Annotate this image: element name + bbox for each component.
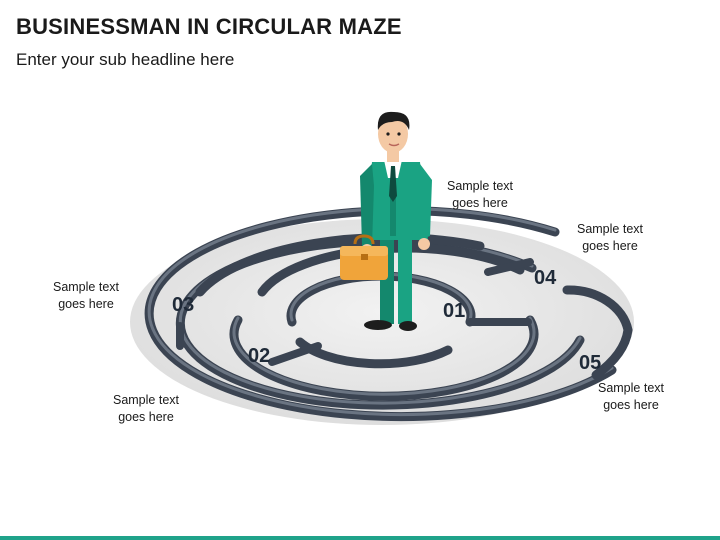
step-caption-01: Sample text goes here bbox=[435, 178, 525, 212]
step-caption-line: goes here bbox=[452, 196, 508, 210]
step-caption-line: Sample text bbox=[52, 280, 119, 294]
step-caption-line: Sample text bbox=[112, 393, 179, 407]
briefcase-icon bbox=[340, 234, 388, 280]
step-caption-03: Sample text goes here bbox=[41, 279, 131, 313]
step-caption-line: goes here bbox=[603, 398, 659, 412]
page-title: BUSINESSMAN IN CIRCULAR MAZE bbox=[16, 14, 402, 39]
step-caption-line: goes here bbox=[582, 239, 638, 253]
footer-accent-bar bbox=[0, 536, 720, 540]
page-subtitle: Enter your sub headline here bbox=[16, 50, 235, 69]
maze-wall-outer-right bbox=[562, 285, 633, 380]
step-caption-05: Sample text goes here bbox=[586, 380, 676, 414]
step-caption-line: Sample text bbox=[446, 179, 513, 193]
step-caption-line: Sample text bbox=[576, 222, 643, 236]
step-number-04: 04 bbox=[534, 267, 557, 289]
step-caption-04: Sample text goes here bbox=[565, 221, 655, 255]
maze-walls bbox=[144, 206, 633, 422]
step-caption-02: Sample text goes here bbox=[101, 392, 191, 426]
step-caption-line: Sample text bbox=[597, 381, 664, 395]
step-caption-line: goes here bbox=[118, 410, 174, 424]
step-caption-line: goes here bbox=[58, 297, 114, 311]
step-number-03: 03 bbox=[172, 294, 195, 316]
step-number-05: 05 bbox=[579, 352, 602, 374]
step-number-01: 01 bbox=[443, 300, 466, 322]
step-number-02: 02 bbox=[248, 345, 271, 367]
